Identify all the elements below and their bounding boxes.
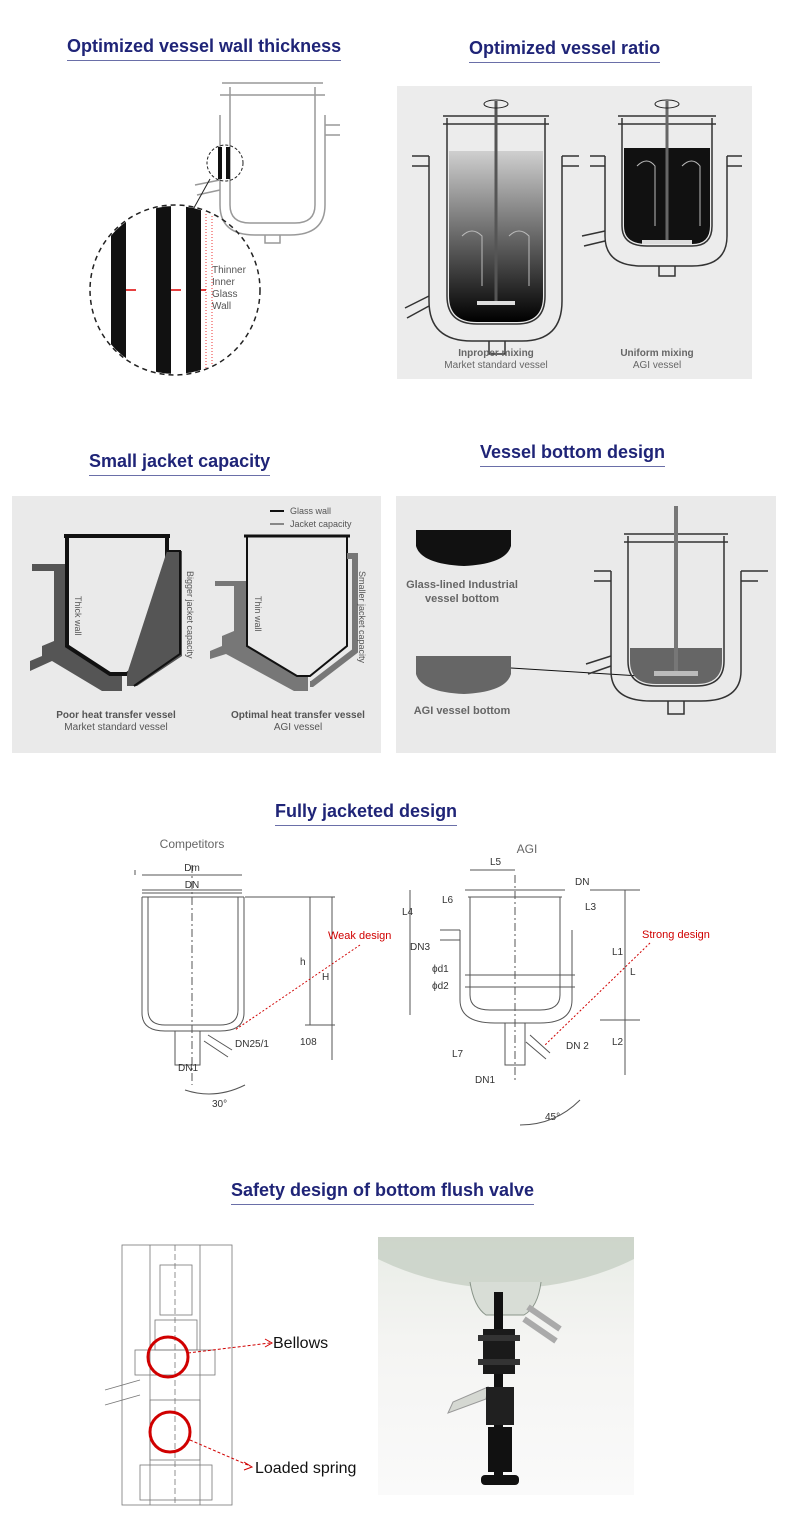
agi-dim-l6: L6 [442, 895, 454, 906]
heading-fully-jacketed: Fully jacketed design [275, 801, 458, 826]
agi-dim-dn3: DN3 [410, 942, 430, 953]
agi-dim-l7: L7 [452, 1049, 464, 1060]
agi-dim-l5: L5 [490, 857, 502, 868]
bellows-label: Bellows [273, 1335, 328, 1352]
jacket-capacity-panel [12, 496, 381, 753]
heading-bottom-design: Vessel bottom design [480, 442, 666, 467]
right-thin-wall-label: Thin wall [253, 596, 263, 632]
agi-dim-d1: ϕd1 [432, 964, 449, 975]
comp-dim-dn1: DN1 [178, 1063, 198, 1074]
glass-lined-label-2: vessel bottom [425, 593, 499, 605]
agi-bottom-label: AGI vessel bottom [414, 705, 511, 717]
agi-label: AGI [517, 842, 538, 856]
thin-wall-note-2: Inner [212, 277, 235, 288]
agi-dim-dn: DN [575, 877, 589, 888]
agi-dim-l: L [630, 967, 636, 978]
vessel-ratio-diagram: Inproper mixing Market standard vessel U… [404, 99, 742, 371]
left-bigger-jacket-label: Bigger jacket capacity [185, 571, 195, 659]
comp-dim-H: H [322, 972, 329, 983]
jacket-left-sub: Market standard vessel [64, 722, 167, 733]
agi-dim-angle: 45° [545, 1112, 560, 1123]
heading-wall-thickness: Optimized vessel wall thickness [67, 36, 342, 61]
agi-dim-l4: L4 [402, 907, 414, 918]
agi-dim-d2: ϕd2 [432, 981, 449, 992]
legend-glass-wall: Glass wall [290, 506, 331, 516]
comp-dim-h: h [300, 957, 306, 968]
agi-dim-dn2: DN 2 [566, 1041, 589, 1052]
jacket-right-caption: Optimal heat transfer vessel [231, 710, 365, 721]
jacket-right-sub: AGI vessel [274, 722, 322, 733]
ratio-left-sub: Market standard vessel [444, 360, 547, 371]
ratio-right-sub: AGI vessel [633, 360, 681, 371]
bottom-design-diagram: Glass-lined Industrial vessel bottom AGI… [406, 506, 768, 717]
competitors-label: Competitors [160, 837, 225, 851]
ratio-right-caption: Uniform mixing [620, 348, 693, 359]
agi-dim-l3: L3 [585, 902, 597, 913]
agi-dim-dn1: DN1 [475, 1075, 495, 1086]
thin-wall-note-1: Thinner [212, 265, 247, 276]
thin-wall-note-3: Glass [212, 289, 238, 300]
jacket-left-caption: Poor heat transfer vessel [56, 710, 176, 721]
fully-jacketed-diagram: Competitors Dm DN h H 108 DN25/1 DN1 30°… [134, 837, 710, 1126]
loaded-spring-label: Loaded spring [255, 1460, 356, 1477]
comp-dim-108: 108 [300, 1037, 317, 1048]
flush-valve-photo-art [378, 1237, 634, 1485]
jacket-capacity-diagram: Glass wall Jacket capacity Bigger jacket… [30, 506, 367, 733]
flush-valve-drawing: Bellows Loaded spring [104, 1244, 356, 1506]
glass-lined-label-1: Glass-lined Industrial [406, 579, 518, 591]
wall-thickness-diagram: Thinner Inner Glass Wall [89, 82, 340, 376]
strong-design-note: Strong design [642, 929, 710, 941]
comp-dim-dn25: DN25/1 [235, 1039, 269, 1050]
heading-flush-valve: Safety design of bottom flush valve [231, 1180, 535, 1205]
agi-dim-l2: L2 [612, 1037, 624, 1048]
comp-dim-dm: Dm [184, 863, 200, 874]
legend-jacket-capacity: Jacket capacity [290, 519, 352, 529]
comp-dim-angle: 30° [212, 1099, 227, 1110]
thin-wall-note-4: Wall [212, 301, 231, 312]
ratio-left-caption: Inproper mixing [458, 348, 534, 359]
heading-jacket-capacity: Small jacket capacity [89, 451, 271, 476]
right-smaller-jacket-label: Smaller jacket capacity [357, 571, 367, 664]
weak-design-note: Weak design [328, 930, 391, 942]
agi-dim-l1: L1 [612, 947, 624, 958]
heading-vessel-ratio: Optimized vessel ratio [469, 38, 661, 63]
left-thick-wall-label: Thick wall [73, 596, 83, 636]
comp-dim-dn: DN [185, 880, 199, 891]
